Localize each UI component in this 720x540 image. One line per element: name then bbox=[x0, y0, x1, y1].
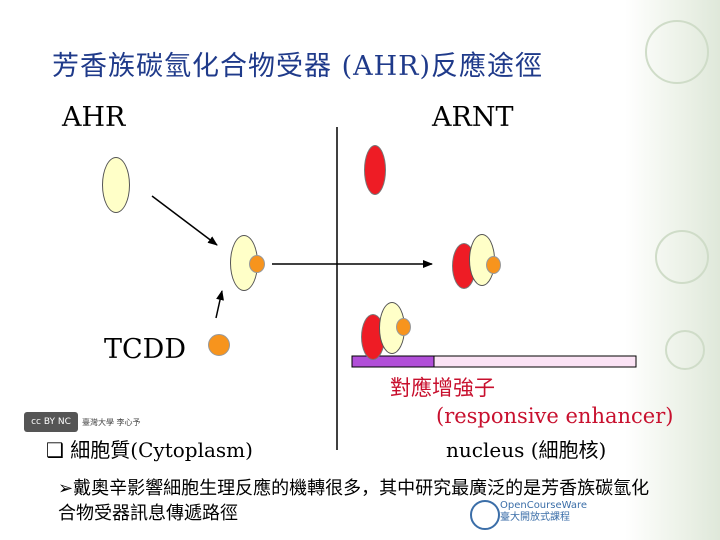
tcdd-bound-shape bbox=[249, 255, 265, 273]
ahr-to-complex-arrow bbox=[152, 196, 217, 245]
tcdd-binding-arrow bbox=[216, 291, 222, 318]
ahr-shape bbox=[102, 157, 130, 213]
ocw-line2: 臺大開放式課程 bbox=[500, 512, 587, 524]
license-credit: 臺灣大學 李心予 bbox=[82, 417, 141, 428]
ocw-line1: OpenCourseWare bbox=[500, 500, 587, 512]
arnt-shape bbox=[364, 145, 386, 195]
cytoplasm-label: ❑ 細胞質(Cytoplasm) bbox=[46, 434, 253, 463]
dna-strand bbox=[434, 356, 636, 367]
ocw-logo-text: OpenCourseWare 臺大開放式課程 bbox=[500, 500, 587, 524]
arrow-bullet-icon: ➢ bbox=[58, 478, 73, 499]
tcdd-dna-shape bbox=[396, 318, 411, 336]
ocw-logo-icon bbox=[470, 500, 500, 530]
tcdd-shape bbox=[208, 334, 230, 356]
tcdd-nuclear-shape bbox=[486, 256, 501, 274]
cc-license-badge: cc BY NC ND bbox=[24, 412, 78, 432]
enhancer-dna-segment bbox=[352, 356, 434, 367]
nucleus-label: nucleus (細胞核) bbox=[446, 434, 606, 463]
cytoplasm-text: 細胞質(Cytoplasm) bbox=[70, 438, 253, 462]
bullet-icon: ❑ bbox=[46, 438, 64, 462]
enhancer-label-zh: 對應增強子 bbox=[390, 372, 495, 402]
enhancer-label-en: (responsive enhancer) bbox=[436, 404, 673, 428]
